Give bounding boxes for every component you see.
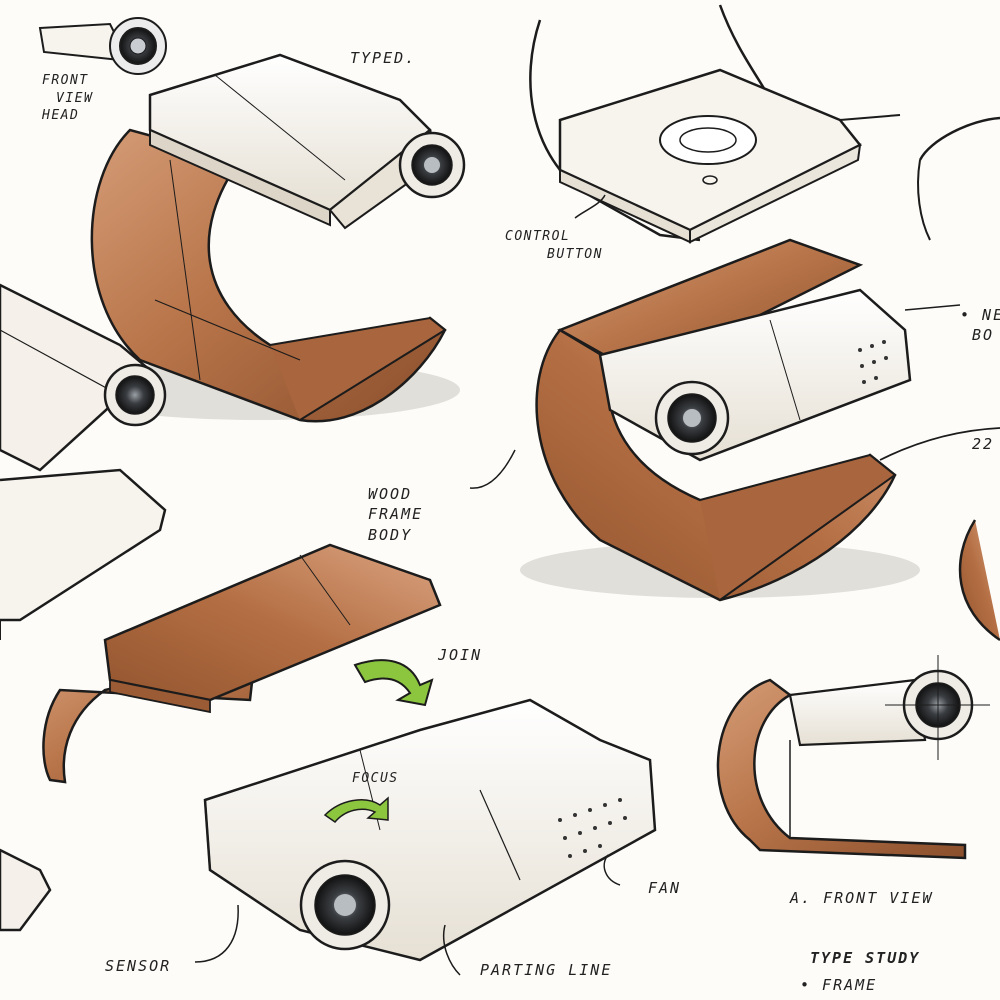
label-typed: TYPED. <box>350 49 417 67</box>
wood-c-unit-right <box>520 238 1000 602</box>
label-front-view-head: FRONT VIEW HEAD <box>42 72 93 125</box>
label-cut-22: 22 <box>972 435 995 453</box>
label-line: FRONT <box>42 73 89 88</box>
label-line: • NE <box>960 306 1000 324</box>
focus-arrow-icon <box>323 796 389 824</box>
label-focus: FOCUS <box>352 771 399 786</box>
label-line: CONTROL <box>505 229 571 244</box>
wood-c-unit-top <box>60 53 466 423</box>
label-line: BODY <box>368 525 413 544</box>
label-line: BUTTON <box>547 246 603 262</box>
front-view-sketch <box>716 519 1000 860</box>
join-arrow-icon <box>353 659 434 707</box>
wood-frame-body-sketch <box>42 543 442 784</box>
label-sensor: SENSOR <box>105 957 172 975</box>
label-line: FRAME <box>368 505 424 524</box>
front-view-head-sketch <box>38 17 167 75</box>
control-button-icon <box>702 175 718 185</box>
bottom-left-partial <box>0 848 52 932</box>
label-fan: FAN <box>648 879 682 897</box>
label-type-study: TYPE STUDY <box>810 949 921 967</box>
label-line: BO <box>972 326 995 345</box>
leader-lines <box>194 194 621 976</box>
bottom-main-unit <box>203 698 657 962</box>
label-line: HEAD <box>42 108 80 124</box>
label-join: JOIN <box>438 646 483 664</box>
label-line: WOOD <box>368 485 413 503</box>
left-partial-unit <box>0 283 167 640</box>
label-parting-line: PARTING LINE <box>480 961 613 979</box>
label-frame: • FRAME <box>800 976 878 994</box>
label-cut-ne: • NE BO <box>960 305 1000 346</box>
label-control-button: CONTROL BUTTON <box>505 228 603 263</box>
control-button-unit <box>529 4 1000 244</box>
label-front-view: A. FRONT VIEW <box>790 889 934 907</box>
label-wood-frame-body: WOOD FRAME BODY <box>368 484 423 545</box>
label-line: VIEW <box>56 90 94 106</box>
